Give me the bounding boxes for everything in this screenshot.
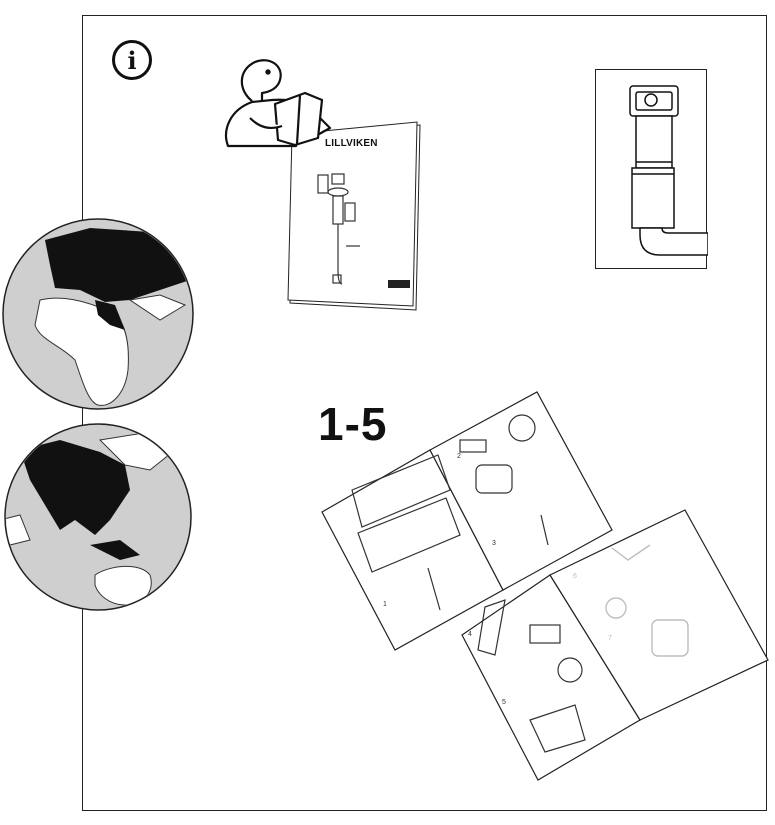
info-icon-glyph: i <box>127 45 137 75</box>
globe-asia-oceania <box>4 423 192 611</box>
page-number-1: 1 <box>383 601 387 608</box>
ikea-logo-badge <box>388 280 410 288</box>
page-number-2: 2 <box>457 453 461 460</box>
booklet-b-illustrations <box>477 599 586 753</box>
page-number-6: 6 <box>573 573 577 580</box>
manual-cover-drain-drawing <box>317 173 360 285</box>
reading-person-icon <box>225 59 332 148</box>
drain-detail-drawing <box>629 85 708 256</box>
page-number-4: 4 <box>468 631 472 638</box>
booklet-steps-1-3 <box>321 391 613 651</box>
page-number-7: 7 <box>608 635 612 642</box>
page-number-3: 3 <box>492 540 496 547</box>
info-icon: i <box>112 40 152 80</box>
booklet-page-numbers: 1 2 3 4 5 6 7 <box>383 453 612 706</box>
booklet-steps-4-7 <box>461 509 769 781</box>
manual-title: LILLVIKEN <box>325 138 378 149</box>
page-number-5: 5 <box>502 699 506 706</box>
drain-detail-box <box>595 69 708 269</box>
steps-range-label: 1-5 <box>318 398 388 450</box>
booklet-b-faded-illustrations <box>605 544 689 657</box>
globe-europe-africa <box>2 218 194 410</box>
booklet-a-illustrations <box>351 414 549 611</box>
